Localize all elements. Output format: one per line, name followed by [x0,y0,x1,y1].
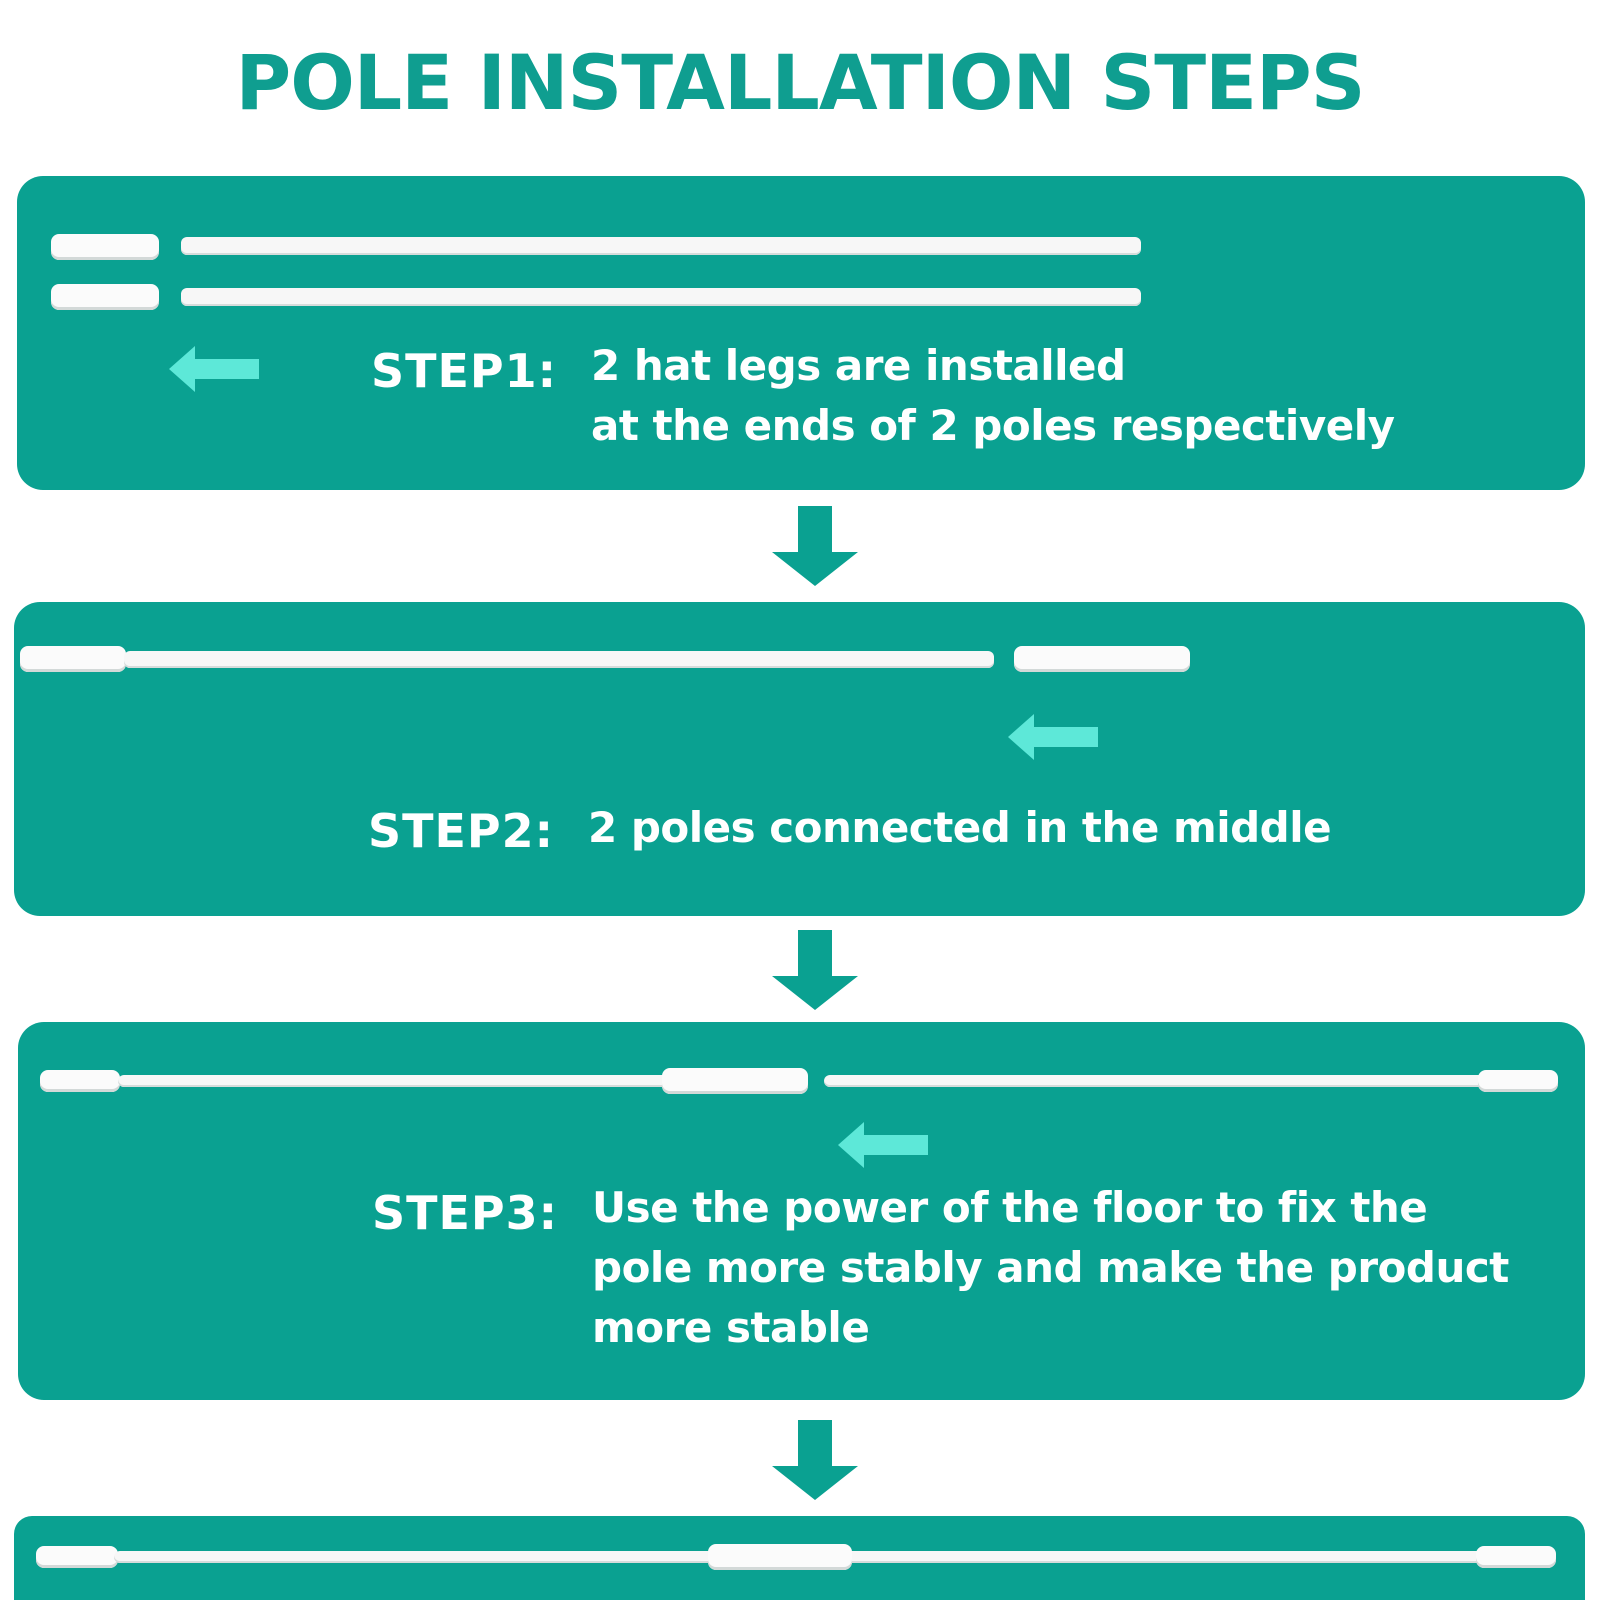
hat-leg-left [40,1070,120,1092]
down-arrow-icon [772,1420,858,1500]
step-2-panel: STEP2: 2 poles connected in the middle [14,602,1585,916]
hat-leg-left [36,1546,118,1568]
step-3-label: STEP3: [372,1186,559,1240]
pole-left [118,1075,684,1087]
pole-bottom [181,288,1141,306]
pole-right [824,1075,1504,1087]
connector-sleeve [1014,646,1190,672]
assembled-pole-panel [14,1516,1585,1600]
step-3-line-3: more stable [592,1303,870,1352]
step-3-line-1: Use the power of the floor to fix the [592,1183,1428,1232]
pole-long [124,651,994,668]
pole-top [181,237,1141,255]
down-arrow-icon [772,506,858,586]
left-arrow-icon [1008,714,1098,760]
step-3-text: Use the power of the floor to fix the po… [592,1178,1509,1358]
connector-sleeve [662,1068,808,1094]
step-1-line-1: 2 hat legs are installed [591,341,1126,390]
hat-leg-right [1476,1546,1556,1568]
step-3-panel: STEP3: Use the power of the floor to fix… [18,1022,1585,1400]
hat-leg-left [20,646,126,672]
hat-leg-bottom [51,284,159,310]
step-2-text: 2 poles connected in the middle [588,798,1332,858]
step-1-text: 2 hat legs are installed at the ends of … [591,336,1395,456]
left-arrow-icon [169,346,259,392]
step-2-line-1: 2 poles connected in the middle [588,803,1332,852]
hat-leg-top [51,234,159,260]
connector-sleeve [708,1544,852,1570]
left-arrow-icon [838,1122,928,1168]
step-1-label: STEP1: [371,344,558,398]
hat-leg-right [1478,1070,1558,1092]
down-arrow-icon [772,930,858,1010]
step-3-line-2: pole more stably and make the product [592,1243,1509,1292]
step-2-label: STEP2: [368,804,555,858]
step-1-panel: STEP1: 2 hat legs are installed at the e… [17,176,1585,490]
step-1-line-2: at the ends of 2 poles respectively [591,401,1395,450]
page-title: POLE INSTALLATION STEPS [235,38,1366,127]
